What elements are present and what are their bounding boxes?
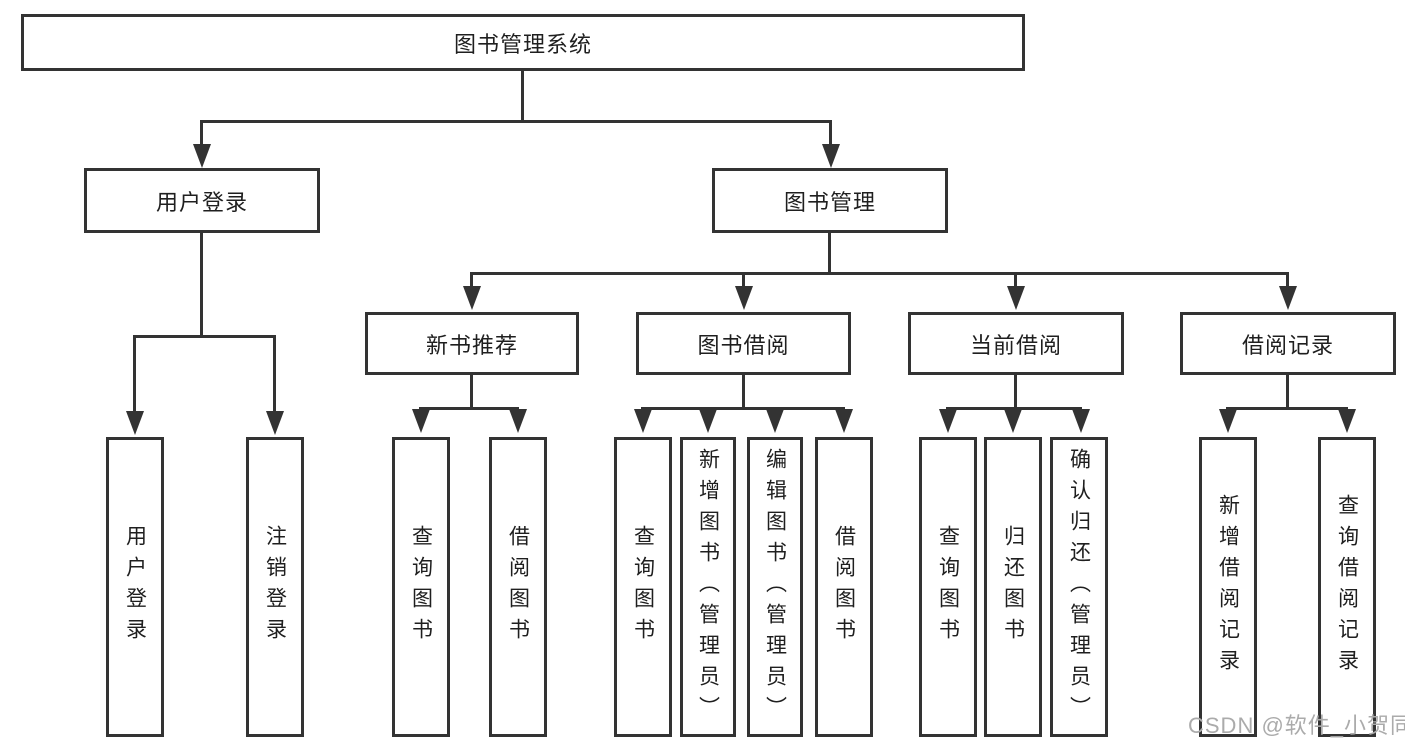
node-label: 注销登录 xyxy=(263,525,287,649)
leaf-user-login: 用户登录 xyxy=(106,437,164,737)
arrowhead-icon xyxy=(1072,409,1090,433)
connector-user-login-split xyxy=(133,335,276,338)
arrowhead-icon xyxy=(939,409,957,433)
node-label: 编辑图书（管理员） xyxy=(763,447,787,727)
connector-root-split xyxy=(200,120,832,123)
node-borrowing-records: 借阅记录 xyxy=(1180,312,1396,375)
arrowhead-icon xyxy=(1007,286,1025,310)
connector-new-book-split xyxy=(419,407,519,410)
node-book-management: 图书管理 xyxy=(712,168,948,233)
node-current-borrowing: 当前借阅 xyxy=(908,312,1124,375)
arrowhead-icon xyxy=(126,411,144,435)
node-book-borrowing: 图书借阅 xyxy=(636,312,851,375)
node-new-book-recommend: 新书推荐 xyxy=(365,312,579,375)
leaf-edit-books-admin: 编辑图书（管理员） xyxy=(747,437,803,737)
connector-leaf-drop xyxy=(273,335,276,413)
leaf-confirm-return-admin: 确认归还（管理员） xyxy=(1050,437,1108,737)
node-label: 新增借阅记录 xyxy=(1216,494,1240,680)
node-label: 用户登录 xyxy=(123,525,147,649)
leaf-query-books-current: 查询图书 xyxy=(919,437,977,737)
node-label: 借阅图书 xyxy=(832,525,856,649)
arrowhead-icon xyxy=(266,411,284,435)
arrowhead-icon xyxy=(835,409,853,433)
arrowhead-icon xyxy=(766,409,784,433)
arrowhead-icon xyxy=(463,286,481,310)
connector-borrowing-records-stem xyxy=(1286,375,1289,407)
node-label: 图书管理系统 xyxy=(453,31,592,57)
connector-user-login-stem xyxy=(200,233,203,335)
node-label: 图书管理 xyxy=(783,189,876,215)
connector-book-mgmt-stem xyxy=(828,233,831,272)
node-label: 新增图书（管理员） xyxy=(696,447,720,727)
arrowhead-icon xyxy=(1279,286,1297,310)
node-label: 用户登录 xyxy=(155,189,248,215)
leaf-query-borrow-record: 查询借阅记录 xyxy=(1318,437,1376,737)
arrowhead-icon xyxy=(634,409,652,433)
connector-book-borrowing-split xyxy=(641,407,845,410)
node-label: 图书借阅 xyxy=(697,332,790,358)
node-label: 归还图书 xyxy=(1001,525,1025,649)
connector-current-borrowing-split xyxy=(946,407,1082,410)
arrowhead-icon xyxy=(1004,409,1022,433)
leaf-borrow-books: 借阅图书 xyxy=(815,437,873,737)
leaf-return-books: 归还图书 xyxy=(984,437,1042,737)
leaf-add-books-admin: 新增图书（管理员） xyxy=(680,437,736,737)
node-label: 查询图书 xyxy=(409,525,433,649)
connector-book-mgmt-drop xyxy=(829,120,832,146)
arrowhead-icon xyxy=(1219,409,1237,433)
connector-module-drop xyxy=(1014,272,1017,288)
node-label: 查询借阅记录 xyxy=(1335,494,1359,680)
arrowhead-icon xyxy=(822,144,840,168)
connector-user-login-drop xyxy=(200,120,203,146)
leaf-borrow-books-newbook: 借阅图书 xyxy=(489,437,547,737)
connector-borrowing-records-split xyxy=(1226,407,1348,410)
node-label: 新书推荐 xyxy=(425,332,518,358)
node-library-management-system: 图书管理系统 xyxy=(21,14,1025,71)
node-label: 借阅图书 xyxy=(506,525,530,649)
arrowhead-icon xyxy=(412,409,430,433)
arrowhead-icon xyxy=(509,409,527,433)
arrowhead-icon xyxy=(735,286,753,310)
arrowhead-icon xyxy=(1338,409,1356,433)
connector-module-drop xyxy=(742,272,745,288)
connector-new-book-stem xyxy=(470,375,473,407)
connector-current-borrowing-stem xyxy=(1014,375,1017,407)
connector-module-drop xyxy=(1286,272,1289,288)
leaf-add-borrow-record: 新增借阅记录 xyxy=(1199,437,1257,737)
leaf-query-books-borrowing: 查询图书 xyxy=(614,437,672,737)
node-user-login: 用户登录 xyxy=(84,168,320,233)
node-label: 借阅记录 xyxy=(1241,332,1334,358)
leaf-query-books-newbook: 查询图书 xyxy=(392,437,450,737)
connector-root-stem xyxy=(521,71,524,120)
arrowhead-icon xyxy=(193,144,211,168)
connector-module-drop xyxy=(470,272,473,288)
connector-book-borrowing-stem xyxy=(742,375,745,407)
leaf-logout-login: 注销登录 xyxy=(246,437,304,737)
connector-book-mgmt-split xyxy=(470,272,1288,275)
node-label: 确认归还（管理员） xyxy=(1067,447,1091,727)
node-label: 查询图书 xyxy=(936,525,960,649)
csdn-watermark: CSDN @软件_小贺同学 xyxy=(1188,713,1405,738)
arrowhead-icon xyxy=(699,409,717,433)
node-label: 查询图书 xyxy=(631,525,655,649)
connector-leaf-drop xyxy=(133,335,136,413)
node-label: 当前借阅 xyxy=(969,332,1062,358)
